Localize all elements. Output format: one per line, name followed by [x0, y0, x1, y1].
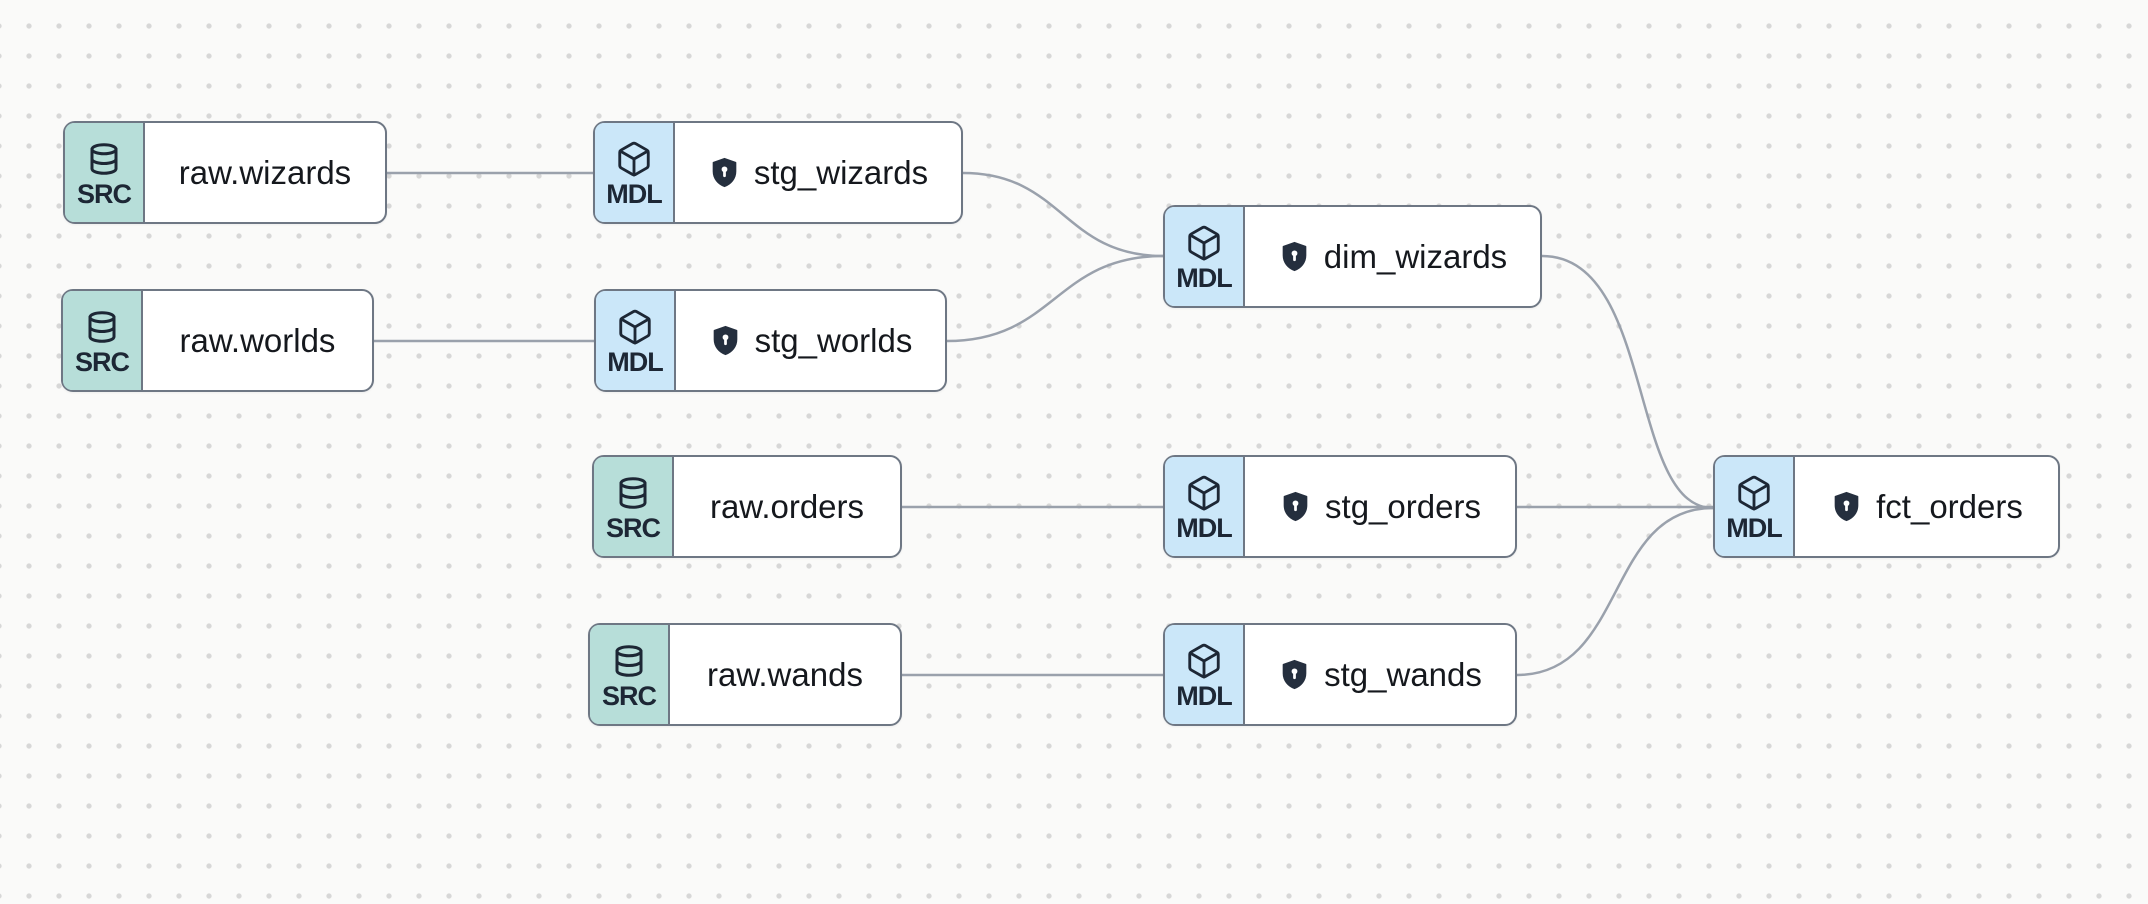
- cube-icon: [618, 141, 650, 177]
- node-label: raw.wands: [707, 655, 863, 693]
- node-label-wrap: stg_orders: [1245, 457, 1515, 556]
- cube-icon: [1188, 643, 1220, 679]
- shield-lock-icon: [1283, 491, 1308, 522]
- shield-lock-icon: [1834, 491, 1859, 522]
- node-label: stg_worlds: [754, 321, 913, 359]
- node-label: raw.orders: [709, 487, 865, 525]
- badge-label: SRC: [74, 346, 130, 377]
- source-badge: SRC: [63, 291, 143, 390]
- node-label-wrap: dim_wizards: [1245, 207, 1540, 306]
- node-raw-orders[interactable]: SRC raw.orders: [592, 455, 902, 558]
- node-raw-wizards[interactable]: SRC raw.wizards: [63, 121, 387, 224]
- badge-label: MDL: [1726, 512, 1782, 543]
- node-label: fct_orders: [1876, 487, 2023, 525]
- model-badge: MDL: [1165, 625, 1245, 724]
- node-label-wrap: raw.worlds: [143, 291, 372, 390]
- cube-icon: [1188, 475, 1220, 511]
- node-label-wrap: stg_worlds: [676, 291, 945, 390]
- node-stg-orders[interactable]: MDL stg_orders: [1163, 455, 1517, 558]
- node-dim-wizards[interactable]: MDL dim_wizards: [1163, 205, 1542, 308]
- shield-lock-icon: [712, 157, 737, 188]
- edge-stg-wizards-to-dim-wizards: [962, 171, 1164, 258]
- edge-dim-wizards-to-fct-orders: [1541, 254, 1714, 510]
- model-badge: MDL: [596, 291, 676, 390]
- badge-label: MDL: [1176, 512, 1232, 543]
- cube-icon: [1738, 475, 1770, 511]
- database-icon: [619, 477, 647, 509]
- node-stg-worlds[interactable]: MDL stg_worlds: [594, 289, 947, 392]
- node-label-wrap: raw.orders: [674, 457, 900, 556]
- node-label: stg_wands: [1324, 655, 1482, 693]
- model-badge: MDL: [595, 123, 675, 222]
- shield-lock-icon: [713, 325, 737, 356]
- badge-label: MDL: [1176, 680, 1232, 711]
- node-label: dim_wizards: [1323, 237, 1508, 275]
- node-raw-worlds[interactable]: SRC raw.worlds: [61, 289, 374, 392]
- badge-label: MDL: [606, 178, 662, 209]
- node-label-wrap: raw.wands: [670, 625, 900, 724]
- edge-stg-worlds-to-dim-wizards: [946, 254, 1164, 343]
- source-badge: SRC: [594, 457, 674, 556]
- model-badge: MDL: [1165, 207, 1245, 306]
- source-badge: SRC: [590, 625, 670, 724]
- node-fct-orders[interactable]: MDL fct_orders: [1713, 455, 2060, 558]
- node-stg-wizards[interactable]: MDL stg_wizards: [593, 121, 963, 224]
- model-badge: MDL: [1165, 457, 1245, 556]
- source-badge: SRC: [65, 123, 145, 222]
- node-label-wrap: stg_wizards: [675, 123, 961, 222]
- node-label: raw.wizards: [178, 153, 352, 191]
- badge-label: MDL: [1176, 262, 1232, 293]
- node-raw-wands[interactable]: SRC raw.wands: [588, 623, 902, 726]
- badge-label: SRC: [605, 512, 661, 543]
- database-icon: [615, 645, 643, 677]
- shield-lock-icon: [1282, 659, 1307, 690]
- cube-icon: [1188, 225, 1220, 261]
- node-label: stg_wizards: [753, 153, 929, 191]
- edge-stg-wands-to-fct-orders: [1516, 506, 1714, 677]
- badge-label: SRC: [76, 178, 132, 209]
- badge-label: MDL: [607, 346, 663, 377]
- cube-icon: [619, 309, 651, 345]
- node-label-wrap: stg_wands: [1245, 625, 1515, 724]
- node-label: raw.worlds: [179, 321, 336, 359]
- node-label-wrap: raw.wizards: [145, 123, 385, 222]
- shield-lock-icon: [1282, 241, 1307, 272]
- node-label-wrap: fct_orders: [1795, 457, 2058, 556]
- model-badge: MDL: [1715, 457, 1795, 556]
- node-stg-wands[interactable]: MDL stg_wands: [1163, 623, 1517, 726]
- badge-label: SRC: [601, 680, 657, 711]
- database-icon: [88, 311, 116, 343]
- database-icon: [90, 143, 118, 175]
- node-label: stg_orders: [1325, 487, 1481, 525]
